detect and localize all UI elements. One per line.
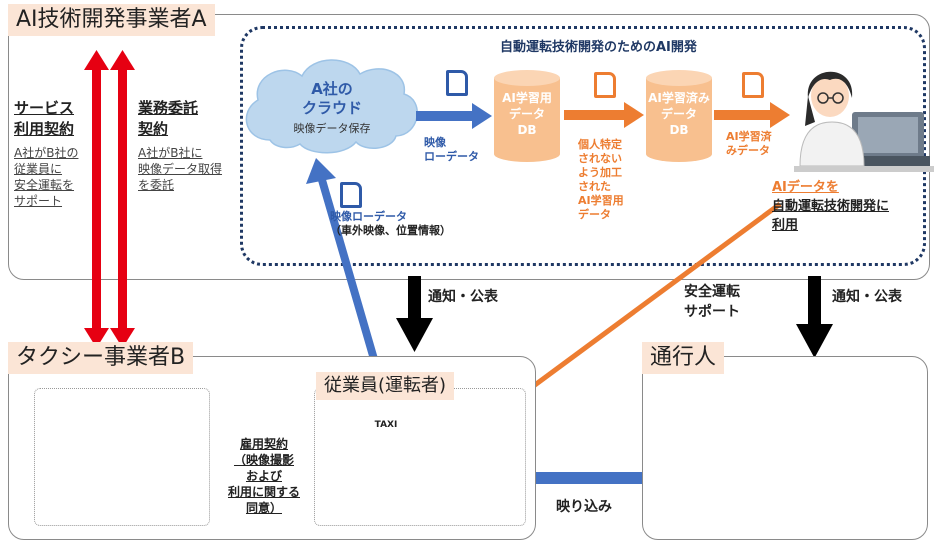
cloud-title: A社の クラウド (301, 80, 362, 117)
arrow-upload-to-cloud (306, 158, 380, 368)
trained-data-label: AI学習済 みデータ (726, 130, 772, 157)
outsourcing-contract-desc: A社がB社に 映像データ取得 を委託 (138, 146, 223, 192)
ai-dev-box (240, 26, 926, 266)
upload-label: 映像ローデータ （車外映像、位置情報） (330, 210, 451, 237)
researcher-illustration (794, 71, 934, 172)
blue-document-icon (340, 182, 362, 208)
red-double-arrow-2 (110, 50, 135, 348)
company-a-title: AI技術開発事業者A (8, 4, 215, 36)
black-arrow-right (796, 276, 833, 358)
blue-document-icon (446, 70, 468, 96)
company-a-box (8, 14, 930, 280)
ai-use-label: AIデータを 自動運転技術開発に 利用 (772, 180, 890, 233)
taxi-sign: TAXI (374, 420, 398, 430)
ai-training-db: AI学習用 データ DB (494, 70, 560, 162)
notice-label-left: 通知・公表 (428, 289, 498, 305)
outsourcing-contract-title: 業務委託 契約 (138, 99, 199, 138)
cloud-shape (245, 59, 418, 154)
driver-title: 従業員(運転者) (316, 372, 455, 400)
pedestrian-title: 通行人 (642, 342, 725, 374)
pedestrian-box (642, 356, 928, 540)
red-double-arrow-1 (84, 50, 109, 348)
service-contract-title: サービス 利用契約 (14, 99, 75, 138)
safety-support-label: 安全運転 サポート (684, 284, 740, 320)
notice-label-right: 通知・公表 (832, 289, 902, 305)
black-arrow-left (396, 276, 433, 352)
orange-document-icon (742, 72, 764, 98)
orange-document-icon (594, 72, 616, 98)
cloud-subtitle: 映像データ保存 (293, 122, 371, 135)
arrow-cloud-to-db1 (416, 103, 492, 129)
processed-data-label: 個人特定 されない よう加工 された AI学習用 データ (578, 138, 624, 221)
company-b-title: タクシー事業者B (8, 342, 194, 374)
raw-data-label: 映像 ローデータ (424, 136, 479, 163)
ai-trained-db: AI学習済み データ DB (646, 70, 712, 162)
arrow-db1-to-db2 (564, 102, 644, 128)
captured-label: 映り込み (556, 499, 612, 515)
arrow-db2-to-researcher (714, 102, 790, 128)
employment-contract-label: 雇用契約 （映像撮影 および 利用に関する 同意） (227, 437, 300, 515)
building-frame (34, 388, 210, 526)
service-contract-desc: A社がB社の 従業員に 安全運転を サポート (14, 146, 79, 208)
ai-dev-title: 自動運転技術開発のためのAI開発 (500, 40, 697, 55)
driver-frame (314, 388, 526, 526)
